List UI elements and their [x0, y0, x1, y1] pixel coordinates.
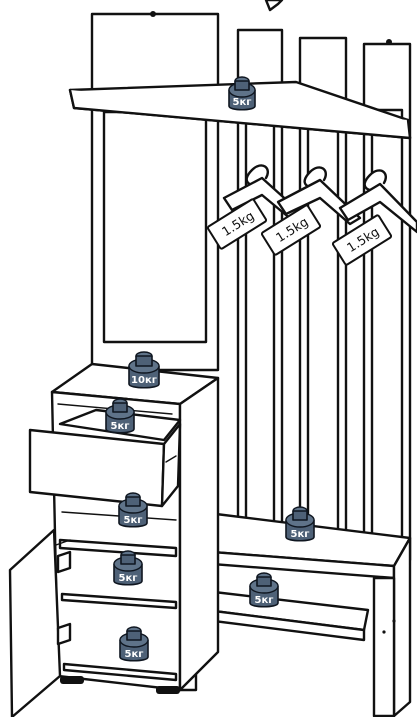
top-cropped-hook [264, 0, 284, 12]
weight-drawer: 5кг [105, 398, 135, 434]
mirror-panel [90, 11, 220, 372]
weight-lower-shelf-bottom: 5кг [119, 626, 149, 662]
weight-lower-shelf-bottom-label: 5кг [125, 649, 144, 660]
weight-lower-shelf-upper-label: 5кг [119, 573, 138, 584]
weight-lower-shelf-upper: 5кг [113, 550, 143, 586]
weight-cabinet-top-label: 10кг [131, 375, 157, 386]
weight-bench-shelf: 5кг [249, 572, 279, 608]
weight-top-shelf-label: 5кг [233, 97, 252, 108]
weight-drawer-label: 5кг [111, 421, 130, 432]
weight-top-shelf: 5кг [228, 76, 256, 111]
weight-bench-seat: 5кг [285, 506, 315, 542]
weight-cabinet-shelf: 5кг [118, 492, 148, 528]
open-door [8, 528, 72, 717]
vertical-slats [236, 28, 412, 562]
coat-hangers [222, 164, 417, 234]
weight-cabinet-shelf-label: 5кг [124, 515, 143, 526]
weight-bench-seat-label: 5кг [291, 529, 310, 540]
weight-cabinet-top: 10кг [128, 351, 160, 389]
weight-bench-shelf-label: 5кг [255, 595, 274, 606]
